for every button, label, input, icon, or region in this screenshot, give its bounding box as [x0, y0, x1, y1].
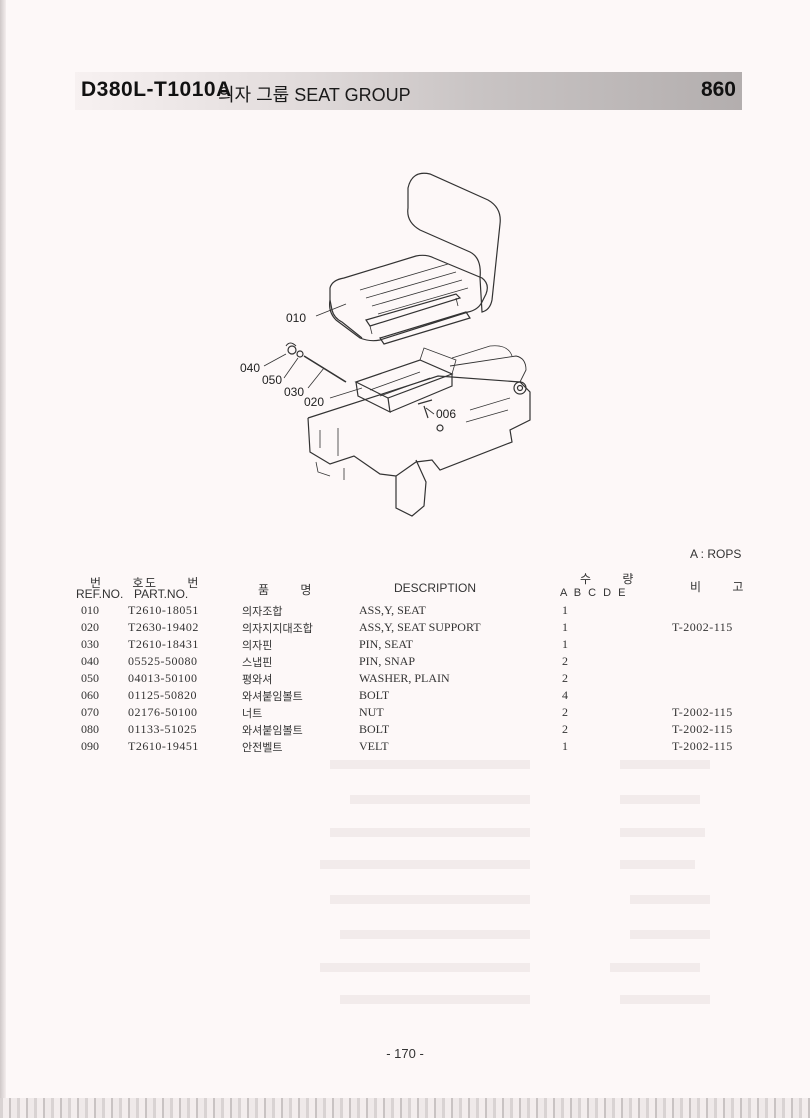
- ref-no: 010: [81, 603, 99, 617]
- part-no: 01125-50820: [128, 688, 198, 702]
- description: ASS,Y, SEAT SUPPORT: [359, 620, 481, 634]
- part-name-kr: 와셔붙임볼트: [242, 691, 303, 703]
- remarks: T-2002-115: [672, 722, 733, 736]
- quantity: 2: [562, 722, 568, 736]
- header-description: DESCRIPTION: [394, 581, 477, 595]
- table-row: 060 01125-50820 와셔붙임볼트 BOLT 4: [0, 688, 810, 705]
- ref-no: 030: [81, 637, 99, 651]
- description: BOLT: [359, 688, 390, 702]
- ref-no: 090: [81, 739, 99, 753]
- part-name-kr: 안전벨트: [242, 742, 283, 754]
- part-no: 02176-50100: [128, 705, 198, 719]
- part-name-kr: 의자지지대조합: [242, 623, 313, 635]
- part-no: T2610-18431: [128, 637, 199, 651]
- header-part-en: PART.NO.: [134, 587, 189, 601]
- remarks: T-2002-115: [672, 620, 733, 634]
- leader-006: [425, 407, 435, 415]
- seat-cushion: [329, 254, 488, 342]
- callout-020: 020: [304, 395, 324, 409]
- model-note: A : ROPS: [690, 547, 742, 561]
- ref-no: 060: [81, 688, 99, 702]
- description: NUT: [359, 705, 384, 719]
- table-row: 010 T2610-18051 의자조합 ASS,Y, SEAT 1: [0, 603, 810, 620]
- model-code: D380L-T1010A: [81, 78, 232, 101]
- part-no: 01133-51025: [128, 722, 198, 736]
- scan-bottom-strip: [0, 1098, 810, 1118]
- part-no: 04013-50100: [128, 671, 198, 685]
- leader-040: [263, 353, 287, 367]
- seat-pin: [303, 355, 347, 383]
- callout-006: 006: [436, 407, 456, 421]
- ref-no: 080: [81, 722, 99, 736]
- quantity: 1: [562, 603, 568, 617]
- header-name-kr: 품 명: [258, 583, 326, 597]
- leader-020: [329, 387, 363, 399]
- remarks: T-2002-115: [672, 705, 733, 719]
- quantity: 1: [562, 637, 568, 651]
- description: VELT: [359, 739, 389, 753]
- seat-rail: [365, 293, 462, 327]
- quantity: 1: [562, 739, 568, 753]
- table-row: 020 T2630-19402 의자지지대조합 ASS,Y, SEAT SUPP…: [0, 620, 810, 637]
- description: ASS,Y, SEAT: [359, 603, 426, 617]
- header-ref-kr: 번 호: [90, 576, 158, 590]
- leader-050: [283, 357, 299, 379]
- ref-no: 040: [81, 654, 99, 668]
- frame: [307, 375, 531, 517]
- quantity: 2: [562, 654, 568, 668]
- table-row: 040 05525-50080 스냅핀 PIN, SNAP 2: [0, 654, 810, 671]
- ref-no: 070: [81, 705, 99, 719]
- table-row: 030 T2610-18431 의자핀 PIN, SEAT 1: [0, 637, 810, 654]
- part-name-kr: 평와셔: [242, 674, 273, 686]
- table-row: 050 04013-50100 평와셔 WASHER, PLAIN 2: [0, 671, 810, 688]
- description: BOLT: [359, 722, 390, 736]
- scan-left-edge: [0, 0, 6, 1118]
- header-part-kr: 도 번: [145, 576, 213, 590]
- part-name-kr: 의자핀: [242, 640, 273, 652]
- description: PIN, SEAT: [359, 637, 414, 651]
- callout-010: 010: [286, 311, 306, 325]
- page-number: - 170 -: [386, 1046, 424, 1061]
- quantity: 2: [562, 705, 568, 719]
- header-ref-en: REF.NO.: [76, 587, 124, 601]
- header-qty-cols: A B C D E: [560, 587, 626, 599]
- part-name-kr: 의자조합: [242, 606, 283, 618]
- ref-no: 050: [81, 671, 99, 685]
- callout-050: 050: [262, 373, 282, 387]
- header-qty-kr: 수 량: [580, 572, 648, 586]
- callout-030: 030: [284, 385, 304, 399]
- part-no: 05525-50080: [128, 654, 198, 668]
- page-code: 860: [700, 78, 736, 101]
- description: PIN, SNAP: [359, 654, 416, 668]
- part-name-kr: 스냅핀: [242, 657, 273, 669]
- table-row: 080 01133-51025 와셔붙임볼트 BOLT 2 T-2002-115: [0, 722, 810, 739]
- callout-040: 040: [240, 361, 260, 375]
- leader-010: [315, 303, 347, 317]
- part-no: T2630-19402: [128, 620, 199, 634]
- table-row: 070 02176-50100 너트 NUT 2 T-2002-115: [0, 705, 810, 722]
- description: WASHER, PLAIN: [359, 671, 450, 685]
- remarks: T-2002-115: [672, 739, 733, 753]
- part-name-kr: 너트: [242, 708, 263, 720]
- header-remarks-kr: 비 고: [690, 580, 758, 594]
- quantity: 1: [562, 620, 568, 634]
- quantity: 2: [562, 671, 568, 685]
- part-no: T2610-19451: [128, 739, 199, 753]
- group-title: 의자 그룹 SEAT GROUP: [218, 85, 411, 105]
- leader-030: [307, 367, 325, 389]
- part-name-kr: 와셔붙임볼트: [242, 725, 303, 737]
- seat-assembly-diagram: 010 040 050 030 020 006: [240, 172, 531, 517]
- ref-no: 020: [81, 620, 99, 634]
- part-no: T2610-18051: [128, 603, 199, 617]
- table-row: 090 T2610-19451 안전벨트 VELT 1 T-2002-115: [0, 739, 810, 756]
- header-bar: D380L-T1010A 의자 그룹 SEAT GROUP 860: [75, 72, 742, 110]
- seat-backrest: [407, 172, 501, 313]
- quantity: 4: [562, 688, 568, 702]
